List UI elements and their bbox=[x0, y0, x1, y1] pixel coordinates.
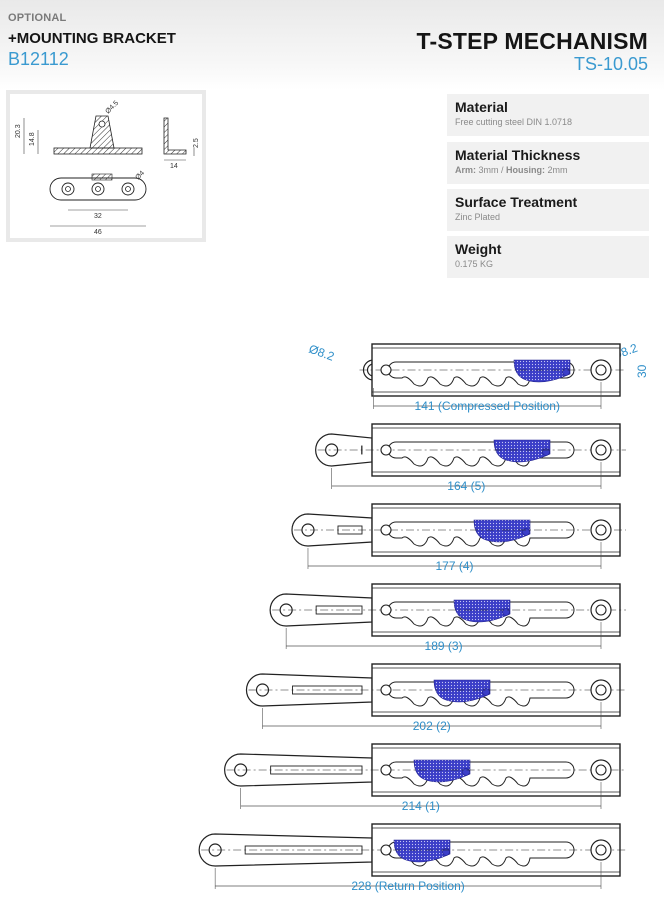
housing-hole bbox=[380, 684, 392, 696]
bracket-base-plate bbox=[53, 147, 143, 155]
pawl-pin bbox=[482, 688, 490, 696]
spec-surface: Surface Treatment Zinc Plated bbox=[447, 189, 649, 231]
dim-bracket-hole-spacing: 32 bbox=[94, 213, 102, 220]
mount-hole-inner bbox=[595, 444, 607, 456]
housing-hole bbox=[380, 844, 392, 856]
length-label: 164 (5) bbox=[447, 479, 485, 493]
spec-label: Material Thickness bbox=[455, 147, 581, 163]
length-label: 202 (2) bbox=[413, 719, 451, 733]
bracket-drawing-frame: 20.3 14.8 Ø4.5 2.5 14 Ø4 32 46 bbox=[6, 90, 206, 242]
spec-arm-value: 3mm / bbox=[476, 165, 507, 175]
mechanism-position: 164 (5) bbox=[315, 423, 626, 493]
spec-thickness: Material Thickness Arm: 3mm / Housing: 2… bbox=[447, 142, 649, 184]
pawl-pin bbox=[502, 608, 510, 616]
housing-hole bbox=[380, 524, 392, 536]
housing-hole bbox=[380, 764, 392, 776]
mechanism-position: 141 (Compressed Position) bbox=[359, 343, 626, 413]
mechanism-position: 202 (2) bbox=[245, 663, 626, 733]
spec-housing-label: Housing: bbox=[506, 165, 546, 175]
dim-bracket-length: 46 bbox=[94, 229, 102, 236]
spec-label: Material bbox=[455, 99, 508, 115]
housing-hole bbox=[380, 604, 392, 616]
length-label: 228 (Return Position) bbox=[351, 879, 464, 893]
spec-label: Surface Treatment bbox=[455, 194, 578, 210]
dim-bracket-upright: 14.8 bbox=[29, 132, 36, 146]
length-label: 214 (1) bbox=[402, 799, 440, 813]
pawl-pin bbox=[442, 848, 450, 856]
dim-bracket-depth: 14 bbox=[170, 163, 178, 170]
product-title: T-STEP MECHANISM bbox=[416, 28, 648, 54]
bracket-upright bbox=[89, 115, 115, 149]
mount-hole-inner bbox=[595, 684, 607, 696]
pawl bbox=[413, 759, 471, 783]
spec-value: Arm: 3mm / Housing: 2mm bbox=[455, 165, 568, 175]
mechanism-position: 177 (4) bbox=[291, 503, 626, 573]
bracket-upright-hole bbox=[98, 120, 106, 128]
bracket-drawing: 20.3 14.8 Ø4.5 2.5 14 Ø4 32 46 bbox=[15, 100, 200, 236]
hole-dia-left-label: Ø8.2 bbox=[307, 342, 337, 364]
arm bbox=[315, 433, 373, 467]
dim-bracket-screw-hole: Ø4 bbox=[134, 170, 146, 182]
spec-value: 0.175 KG bbox=[455, 259, 494, 269]
housing-height-label: 30 bbox=[635, 364, 649, 378]
housing-hole bbox=[380, 444, 392, 456]
bracket-side-view bbox=[163, 117, 187, 155]
pawl bbox=[453, 599, 511, 623]
mechanism-position: 189 (3) bbox=[269, 583, 626, 653]
pawl bbox=[493, 439, 551, 463]
header-band bbox=[0, 0, 664, 90]
accessory-code: B12112 bbox=[8, 49, 69, 69]
product-code: TS-10.05 bbox=[573, 54, 648, 74]
length-label: 141 (Compressed Position) bbox=[415, 399, 560, 413]
length-label: 189 (3) bbox=[425, 639, 463, 653]
bracket-drawing-panel: 20.3 14.8 Ø4.5 2.5 14 Ø4 32 46 bbox=[10, 94, 202, 238]
spec-value: Free cutting steel DIN 1.0718 bbox=[455, 117, 573, 127]
pawl bbox=[473, 519, 531, 543]
spec-arm-label: Arm: bbox=[455, 165, 477, 175]
pawl bbox=[513, 359, 571, 383]
mechanism-position: 228 (Return Position) bbox=[198, 823, 626, 893]
mount-hole-inner bbox=[595, 604, 607, 616]
housing-hole bbox=[380, 364, 392, 376]
pawl bbox=[433, 679, 491, 703]
mount-hole-inner bbox=[595, 364, 607, 376]
dim-bracket-hole: Ø4.5 bbox=[104, 100, 120, 116]
mount-hole-inner bbox=[595, 844, 607, 856]
pawl-pin bbox=[522, 528, 530, 536]
bracket-top-view bbox=[49, 177, 147, 201]
pawl-pin bbox=[542, 448, 550, 456]
spec-label: Weight bbox=[455, 241, 502, 257]
mount-hole-inner bbox=[595, 524, 607, 536]
pawl bbox=[393, 839, 451, 863]
pawl-pin bbox=[562, 368, 570, 376]
pawl-pin bbox=[462, 768, 470, 776]
spec-housing-value: 2mm bbox=[545, 165, 568, 175]
spec-value: Zinc Plated bbox=[455, 212, 501, 222]
spec-material: Material Free cutting steel DIN 1.0718 bbox=[447, 94, 649, 136]
mechanism-drawings: Ø8.2 Ø8.2 30 141 (Compressed Position)16… bbox=[198, 341, 649, 893]
optional-label: OPTIONAL bbox=[8, 12, 67, 24]
mechanism-position: 214 (1) bbox=[224, 743, 626, 813]
mount-hole-inner bbox=[595, 764, 607, 776]
accessory-title: +MOUNTING BRACKET bbox=[8, 30, 176, 47]
dim-bracket-height: 20.3 bbox=[15, 124, 22, 138]
length-label: 177 (4) bbox=[435, 559, 473, 573]
dim-bracket-thickness: 2.5 bbox=[193, 138, 200, 148]
spec-weight: Weight 0.175 KG bbox=[447, 236, 649, 278]
